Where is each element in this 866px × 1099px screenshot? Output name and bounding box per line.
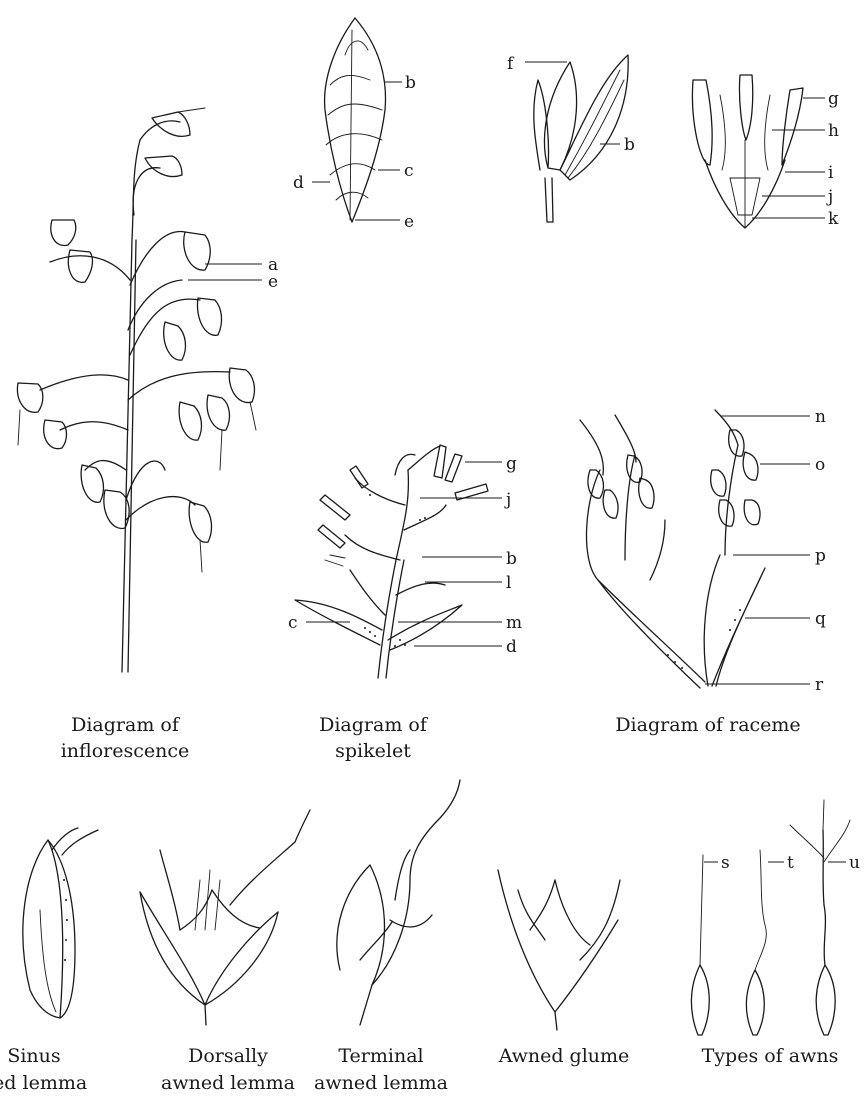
label-d-spikelet: d [506, 637, 517, 657]
label-f-floret: f [507, 54, 515, 74]
caption-spikelet-line1: Diagram of [319, 714, 429, 736]
label-h-flower: h [828, 121, 839, 141]
label-j-flower: j [826, 187, 833, 207]
flower-drawing [692, 75, 803, 228]
label-u-awns: u [849, 853, 860, 873]
caption-raceme: Diagram of raceme [615, 714, 800, 736]
label-m-spikelet: m [506, 613, 522, 633]
label-e-inflorescence: e [268, 272, 278, 292]
label-q-raceme: q [815, 609, 826, 629]
spikelet-diagram-drawing [295, 445, 488, 678]
sinus-stipple [63, 879, 68, 961]
spike-drawing [325, 18, 386, 222]
caption-dorsally-line2: awned lemma [161, 1072, 295, 1094]
label-b-spikelet: b [506, 549, 517, 569]
label-d-spike: d [293, 173, 304, 193]
caption-sinus-line2: ned lemma [0, 1072, 87, 1094]
sinus-awned-lemma-drawing [23, 828, 98, 1018]
floret-drawing [534, 55, 628, 222]
caption-terminal-line2: awned lemma [314, 1072, 448, 1094]
caption-types-of-awns: Types of awns [702, 1045, 839, 1067]
label-r-raceme: r [815, 675, 824, 695]
label-c-spike: c [404, 161, 414, 181]
label-j-spikelet: j [504, 490, 511, 510]
awned-glume-drawing [498, 870, 620, 1030]
label-b-spike: b [405, 73, 416, 93]
caption-dorsally-line1: Dorsally [188, 1045, 268, 1067]
inflorescence-drawing [17, 108, 256, 672]
label-n-raceme: n [815, 407, 826, 427]
label-c-spikelet: c [288, 613, 298, 633]
caption-terminal-line1: Terminal [338, 1045, 423, 1067]
label-s-awns: s [721, 853, 730, 873]
caption-awned-glume: Awned glume [498, 1045, 630, 1067]
caption-inflorescence-line2: inflorescence [61, 740, 190, 762]
label-l-spikelet: l [506, 573, 511, 593]
label-g-flower: g [828, 89, 839, 109]
awns-drawing [691, 800, 850, 1035]
caption-inflorescence-line1: Diagram of [71, 714, 181, 736]
label-p-raceme: p [815, 546, 826, 566]
label-t-awns: t [787, 853, 794, 873]
dorsally-awned-lemma-drawing [140, 810, 310, 1025]
label-k-flower: k [828, 209, 839, 229]
label-b-floret: b [624, 135, 635, 155]
caption-spikelet-line2: spikelet [335, 740, 411, 762]
label-o-raceme: o [815, 455, 825, 475]
raceme-drawing [580, 410, 765, 688]
label-e-spike: e [404, 212, 414, 232]
caption-sinus-line1: Sinus [7, 1045, 60, 1067]
label-i-flower: i [828, 163, 834, 183]
terminal-awned-lemma-drawing [337, 780, 460, 1025]
label-g-spikelet: g [506, 454, 517, 474]
